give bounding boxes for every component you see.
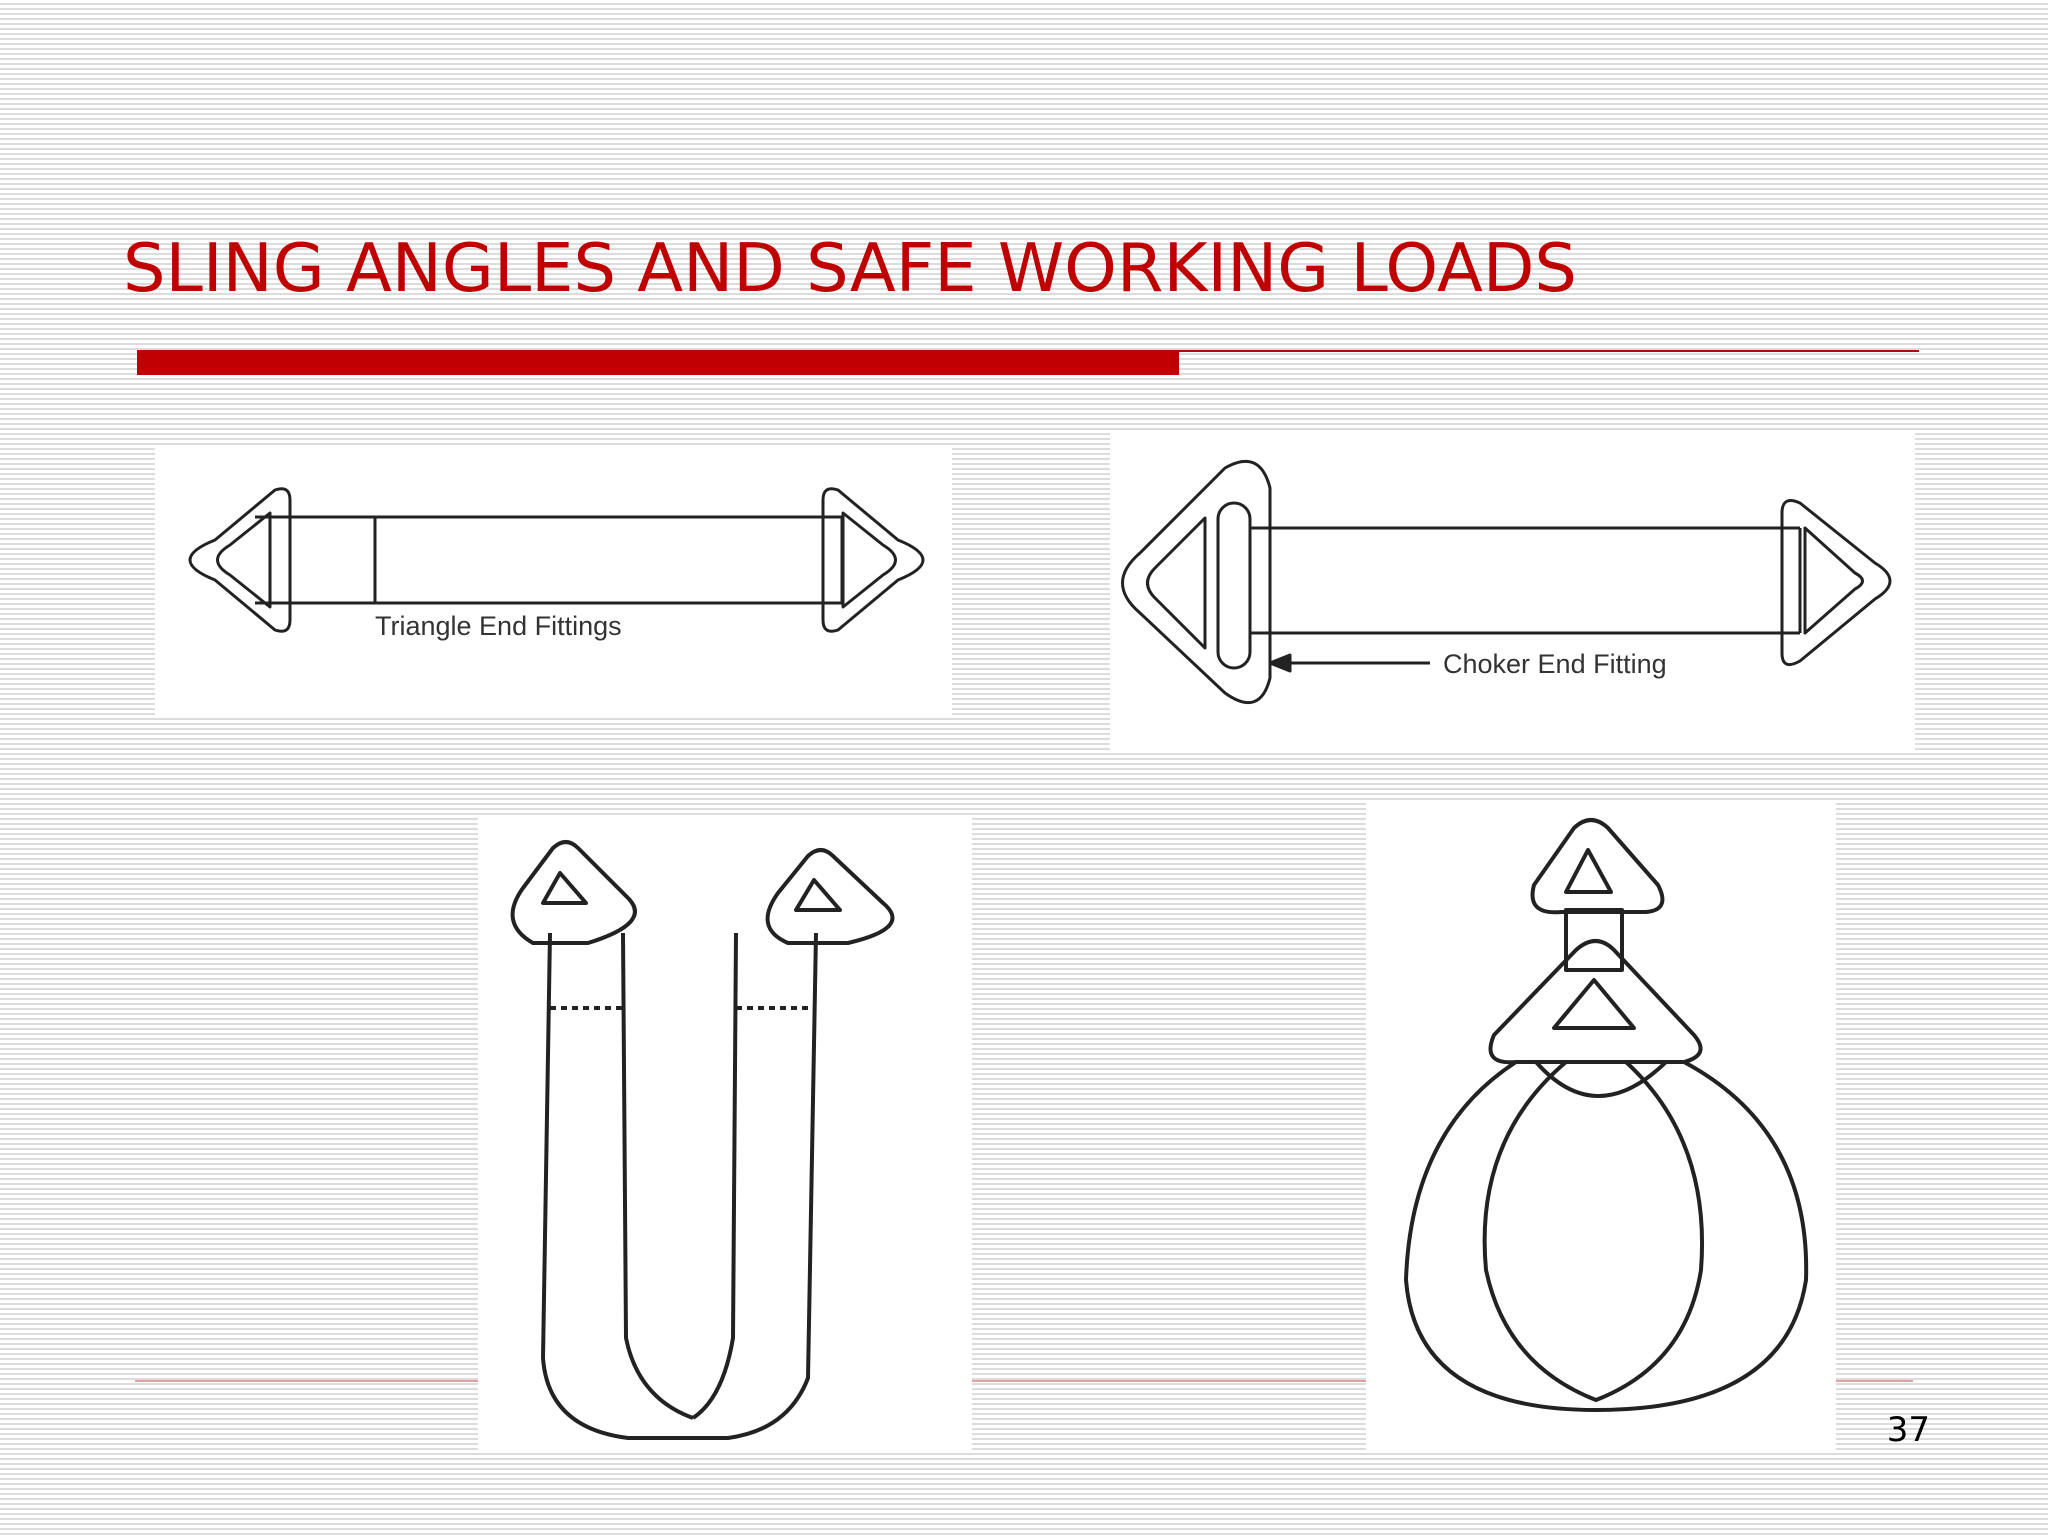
choker-end-sling-drawing: Choker End Fitting <box>1121 459 1892 704</box>
triangle-end-sling-drawing: Triangle End Fittings <box>188 487 925 641</box>
u-shaped-sling-figure <box>478 818 972 1450</box>
left-triangle-fitting <box>188 487 292 633</box>
lower-triangle-fitting <box>1488 939 1703 1065</box>
triangle-end-caption: Triangle End Fittings <box>375 611 622 641</box>
title-underline-thick <box>137 350 1179 375</box>
choker-fitting <box>1121 459 1272 704</box>
connector-strap <box>1564 908 1624 972</box>
choker-end-caption: Choker End Fitting <box>1443 649 1667 679</box>
choker-slot <box>1216 501 1252 670</box>
footer-divider <box>135 1380 1913 1382</box>
u-sling-body <box>541 932 818 1440</box>
page-number: 37 <box>1886 1410 1930 1450</box>
inner-loop <box>1482 1060 1705 1402</box>
triangle-end-fittings-figure: Triangle End Fittings <box>155 445 952 717</box>
outer-loop <box>1404 1060 1809 1412</box>
left-triangle-fitting <box>510 840 637 945</box>
top-triangle-fitting <box>1530 818 1665 915</box>
choker-hitch-sling-figure <box>1366 800 1836 1450</box>
choker-hitch-drawing <box>1404 818 1809 1412</box>
right-triangle-fitting <box>821 487 925 633</box>
right-triangle-fitting <box>1780 499 1892 667</box>
choker-end-fitting-figure: Choker End Fitting <box>1110 433 1915 751</box>
u-sling-drawing <box>510 840 895 1440</box>
title-underline-thin <box>1179 350 1919 352</box>
slide-title: SLING ANGLES AND SAFE WORKING LOADS <box>123 229 1577 307</box>
right-triangle-fitting <box>765 848 895 945</box>
